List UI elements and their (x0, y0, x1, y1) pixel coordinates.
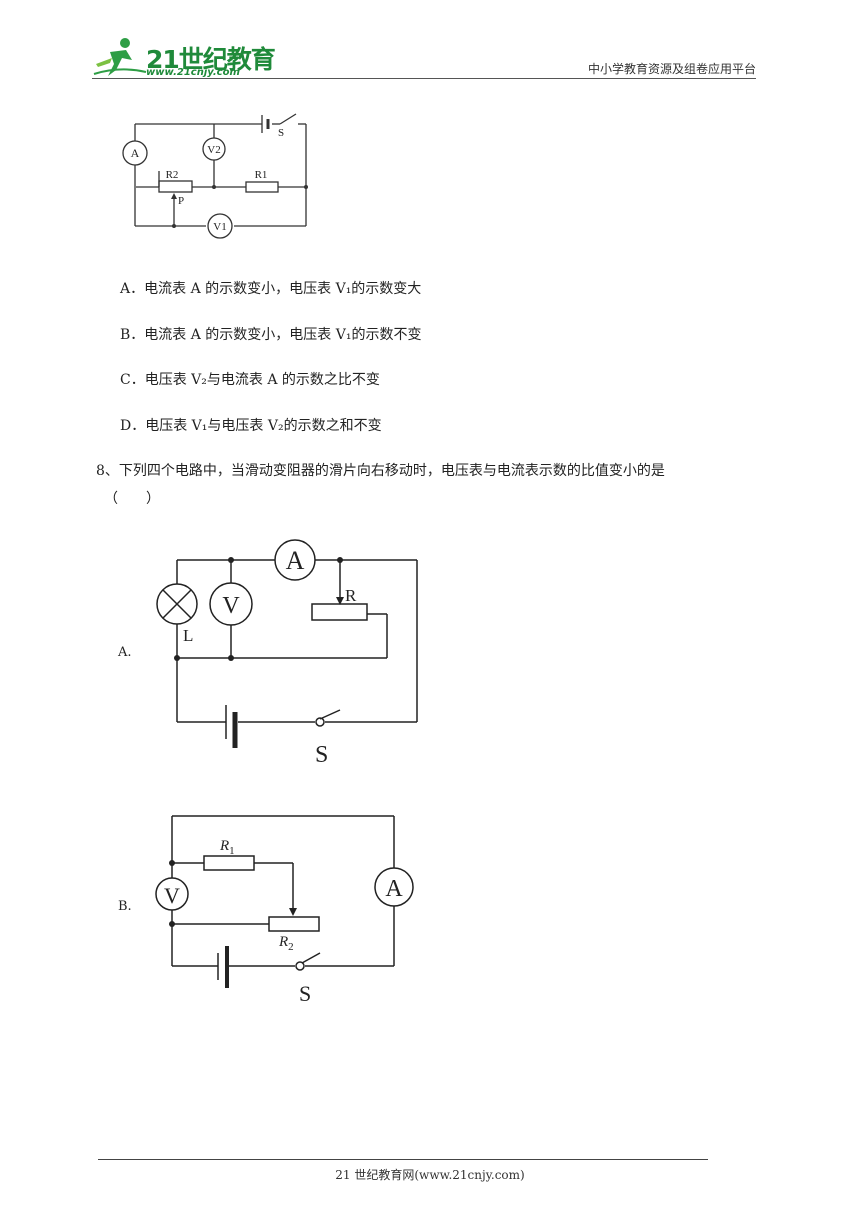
switch-label: S (315, 742, 328, 768)
circuit-diagram-b: V A R1 R2 S (155, 815, 414, 1006)
resistor-label: R (345, 586, 357, 605)
slider-p-label: P (178, 195, 184, 207)
footer-text[interactable]: 21 世纪教育网(www.21cnjy.com) (335, 1168, 525, 1182)
option-letter: D． (120, 418, 146, 434)
option-a: A．电流表 A 的示数变小，电压表 V₁的示数变大 (120, 278, 421, 298)
option-text: 电流表 A 的示数变小，电压表 V₁的示数变大 (144, 281, 422, 297)
r2-label: R2 (166, 169, 179, 181)
footer-divider (98, 1159, 708, 1160)
circuit-diagram-a: A V L R S (156, 539, 418, 768)
option-text: 电压表 V₁与电压表 V₂的示数之和不变 (145, 418, 382, 434)
ammeter-label: A (131, 146, 140, 160)
option-letter: C． (120, 372, 145, 388)
ammeter-label: A (385, 876, 403, 902)
header-platform: 中小学教育资源及组卷应用平台 (587, 62, 756, 76)
r1-label: R1 (219, 838, 235, 857)
r2-label: R2 (278, 934, 294, 953)
logo-url: www.21cnjy.com (146, 67, 240, 78)
voltmeter-label: V (164, 883, 180, 908)
voltmeter-v1-label: V1 (213, 221, 226, 233)
switch-label: S (299, 981, 311, 1006)
option-d: D．电压表 V₁与电压表 V₂的示数之和不变 (120, 415, 382, 435)
logo-text: 21世纪教育 (146, 45, 276, 74)
lamp-label: L (183, 626, 193, 645)
circuit-diagram-q7: A V2 V1 R2 R1 P S (122, 113, 308, 239)
voltmeter-label: V (222, 593, 240, 619)
header-divider (92, 78, 756, 79)
option-b: B．电流表 A 的示数变小，电压表 V₁的示数不变 (120, 324, 421, 344)
option-c: C．电压表 V₂与电流表 A 的示数之比不变 (120, 369, 380, 389)
option-b-label: B. (118, 899, 132, 914)
option-letter: A． (120, 281, 145, 297)
runner-logo-icon (93, 38, 147, 76)
voltmeter-v2-label: V2 (207, 144, 220, 156)
question-8-text: 8、下列四个电路中，当滑动变阻器的滑片向右移动时，电压表与电流表示数的比值变小的… (96, 463, 665, 479)
option-text: 电压表 V₂与电流表 A 的示数之比不变 (144, 372, 380, 388)
option-text: 电流表 A 的示数变小，电压表 V₁的示数不变 (144, 327, 422, 343)
ammeter-label: A (286, 546, 305, 575)
site-logo[interactable] (92, 36, 262, 80)
r1-label: R1 (255, 169, 268, 181)
option-a-label: A. (118, 645, 132, 660)
switch-s-label: S (278, 127, 284, 139)
option-letter: B． (120, 327, 145, 343)
question-8-blank: （ ） (104, 491, 160, 507)
